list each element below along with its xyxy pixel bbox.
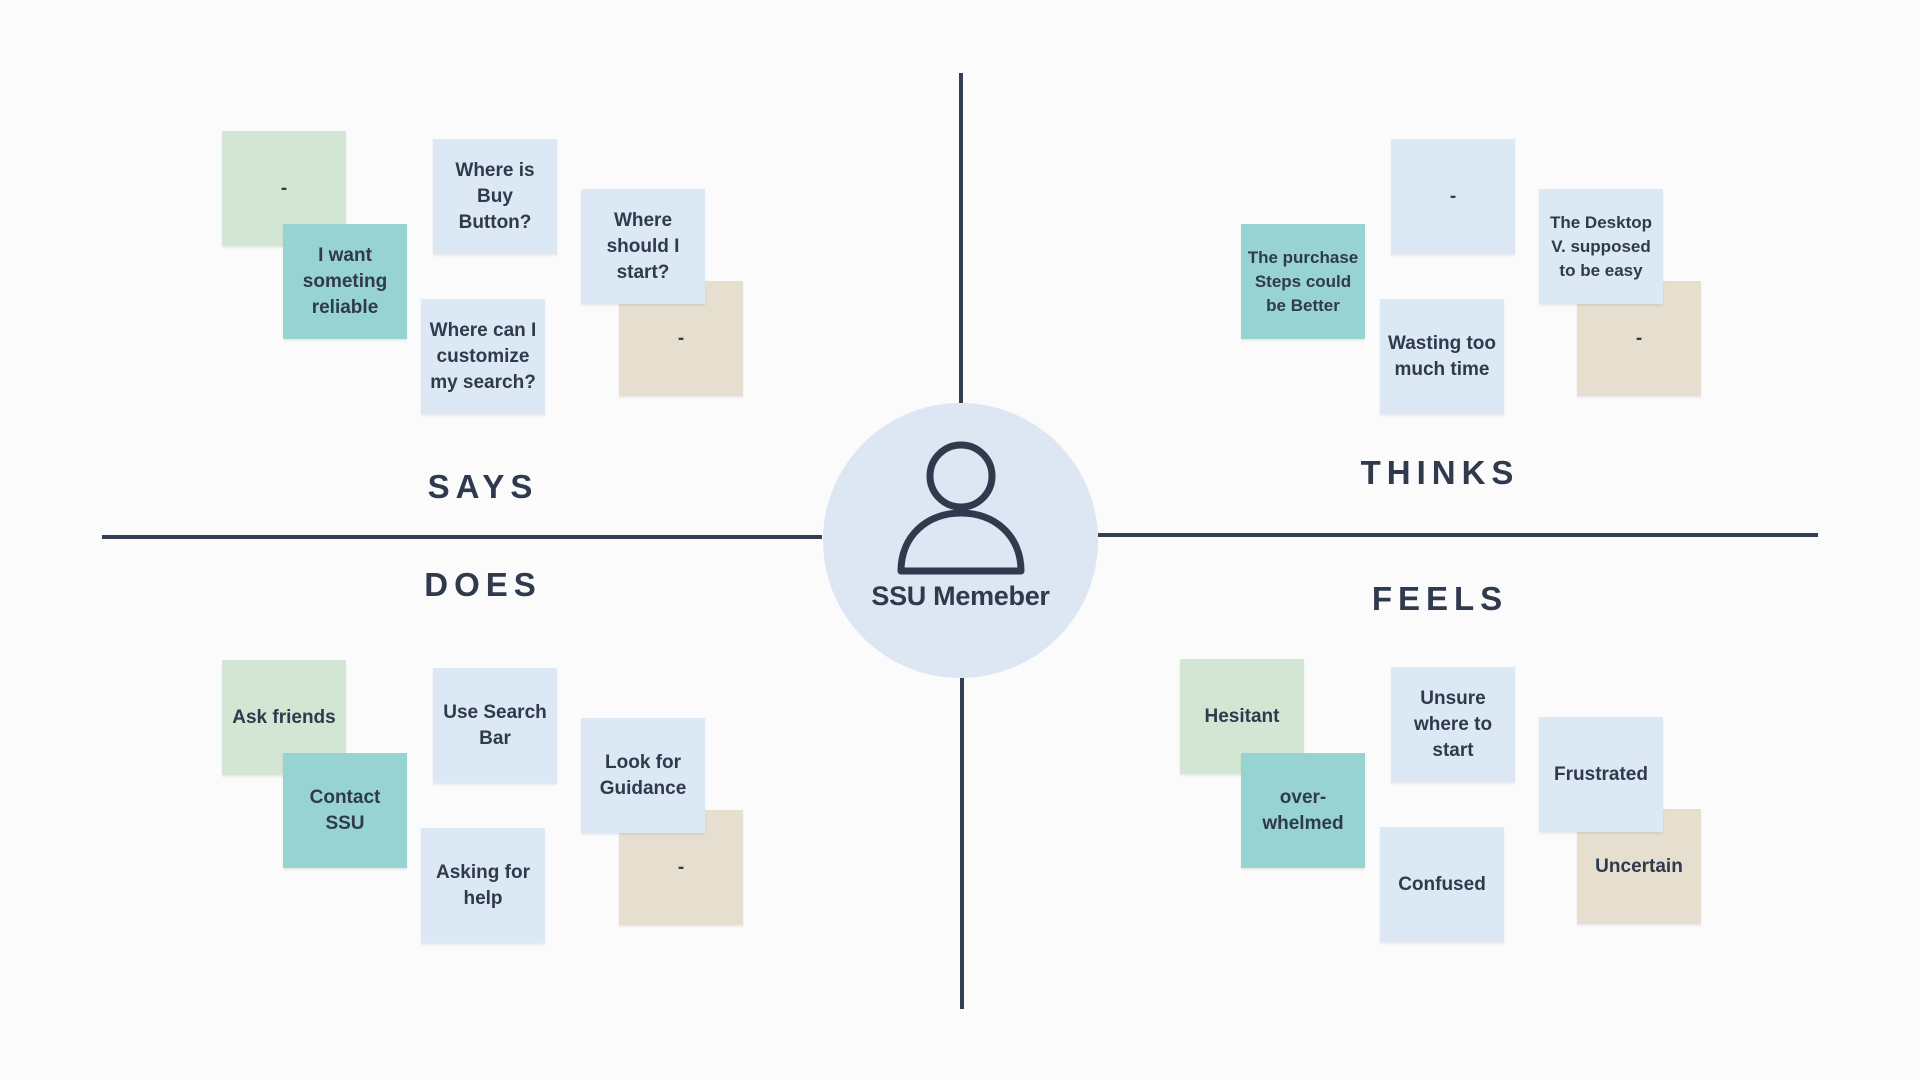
persona-label: SSU Memeber [871,581,1050,611]
sticky-note-does-3: Use Search Bar [433,668,557,783]
sticky-note-does-5: Look for Guidance [581,718,705,833]
person-icon [897,441,1025,575]
sticky-note-feels-4: Confused [1380,827,1504,942]
sticky-note-thinks-1: - [1391,139,1515,254]
sticky-note-does-4: Asking for help [421,828,545,943]
sticky-note-says-4: Where can I customize my search? [421,299,545,414]
vertical-divider-top [959,73,963,403]
sticky-note-thinks-4: The Desktop V. supposed to be easy [1539,189,1663,304]
sticky-note-thinks-3: Wasting too much time [1380,299,1504,414]
sticky-note-says-3: Where is Buy Button? [433,139,557,254]
sticky-note-feels-3: Unsure where to start [1391,667,1515,782]
sticky-note-says-5: Where should I start? [581,189,705,304]
persona-circle: SSU Memeber [823,403,1098,678]
quadrant-title-feels: FEELS [1371,580,1509,617]
sticky-note-says-2: I want someting reliable [283,224,407,339]
sticky-note-thinks-2: The purchase Steps could be Better [1241,224,1365,339]
quadrant-title-thinks: THINKS [1360,454,1520,491]
sticky-note-feels-5: Frustrated [1539,717,1663,832]
horizontal-divider-left [102,535,822,539]
quadrant-title-does: DOES [424,566,542,603]
horizontal-divider-right [1098,533,1818,537]
quadrant-title-says: SAYS [427,468,539,505]
vertical-divider-bottom [960,678,964,1009]
sticky-note-feels-2: over-whelmed [1241,753,1365,868]
sticky-note-does-2: Contact SSU [283,753,407,868]
